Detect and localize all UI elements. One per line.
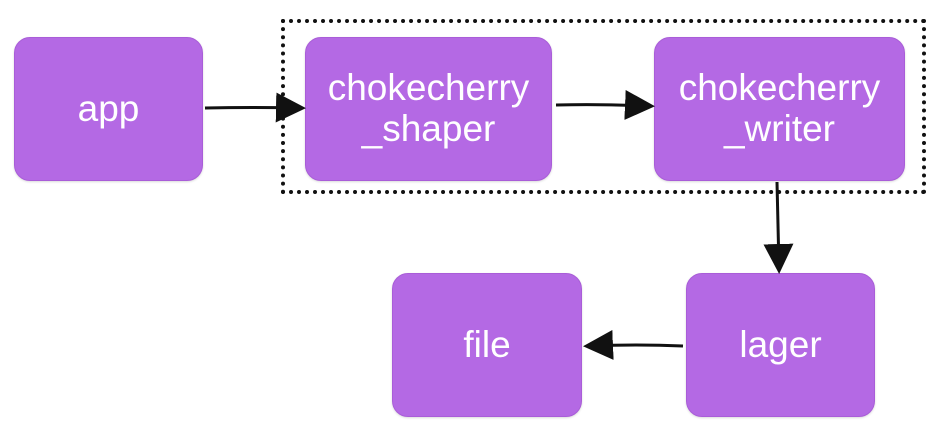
node-file[interactable]: file xyxy=(392,273,582,417)
node-lager[interactable]: lager xyxy=(686,273,875,417)
node-lager-label: lager xyxy=(739,323,822,365)
node-app[interactable]: app xyxy=(14,37,203,181)
node-chokecherry-shaper[interactable]: chokecherry _shaper xyxy=(305,37,552,181)
node-chokecherry-shaper-label: chokecherry _shaper xyxy=(327,67,530,149)
node-file-label: file xyxy=(463,323,511,365)
node-app-label: app xyxy=(77,87,140,129)
edge-writer-to-lager-arrow xyxy=(763,181,794,274)
edge-lager-to-file-arrow xyxy=(583,329,684,360)
node-chokecherry-writer-label: chokecherry _writer xyxy=(678,67,881,149)
node-chokecherry-writer[interactable]: chokecherry _writer xyxy=(654,37,905,181)
